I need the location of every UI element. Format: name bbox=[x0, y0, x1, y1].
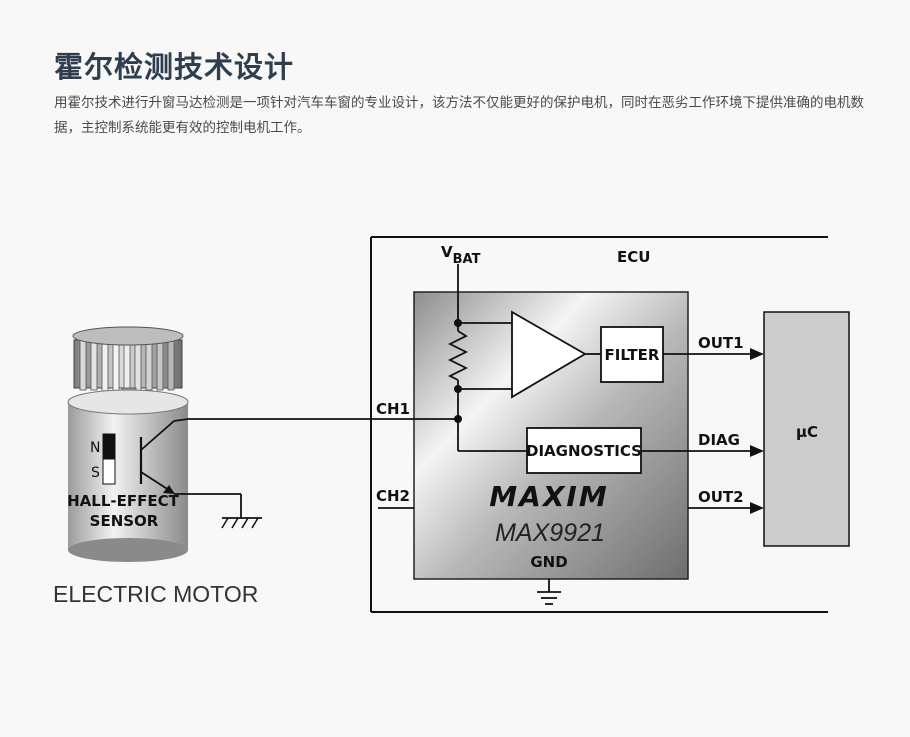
sensor-label-line1: HALL-EFFECT bbox=[67, 492, 179, 510]
diag-label: DIAG bbox=[698, 431, 740, 449]
chip-ground-symbol bbox=[537, 579, 561, 605]
microcontroller-block bbox=[763, 311, 850, 547]
sensor-ground-symbol bbox=[221, 517, 262, 529]
ecu-frame bbox=[370, 236, 828, 613]
filter-block bbox=[600, 326, 664, 383]
motor-caption: ELECTRIC MOTOR bbox=[53, 581, 258, 607]
page-title: 霍尔检测技术设计 bbox=[54, 50, 295, 84]
vbat-label: VBAT bbox=[441, 243, 481, 267]
transistor-symbol bbox=[139, 418, 242, 518]
intro-paragraph: 用霍尔技术进行升窗马达检测是一项针对汽车车窗的专业设计，该方法不仅能更好的保护电… bbox=[54, 95, 864, 136]
sensor-label-line2: SENSOR bbox=[90, 512, 159, 530]
diagnostics-block bbox=[526, 427, 642, 474]
magnet-south-pole bbox=[102, 458, 116, 485]
motor-body bbox=[67, 389, 189, 562]
ch2-label: CH2 bbox=[376, 487, 410, 505]
comparator-symbol bbox=[511, 310, 587, 399]
magnet-n-label: N bbox=[90, 440, 100, 456]
magnet-north-pole bbox=[102, 433, 116, 460]
out2-label: OUT2 bbox=[698, 488, 744, 506]
out1-label: OUT1 bbox=[698, 334, 744, 352]
maxim-logo: MAXIM bbox=[489, 480, 608, 513]
chip-model-label: MAX9921 bbox=[495, 519, 605, 547]
diagnostics-label: DIAGNOSTICS bbox=[526, 442, 642, 460]
ecu-label: ECU bbox=[617, 248, 650, 266]
filter-label: FILTER bbox=[605, 346, 660, 364]
ch1-label: CH1 bbox=[376, 400, 410, 418]
microcontroller-label: µC bbox=[796, 423, 818, 441]
gnd-label: GND bbox=[530, 553, 567, 571]
resistor-symbol bbox=[447, 330, 469, 381]
motor-gear bbox=[72, 326, 184, 403]
magnet-s-label: S bbox=[91, 465, 100, 481]
